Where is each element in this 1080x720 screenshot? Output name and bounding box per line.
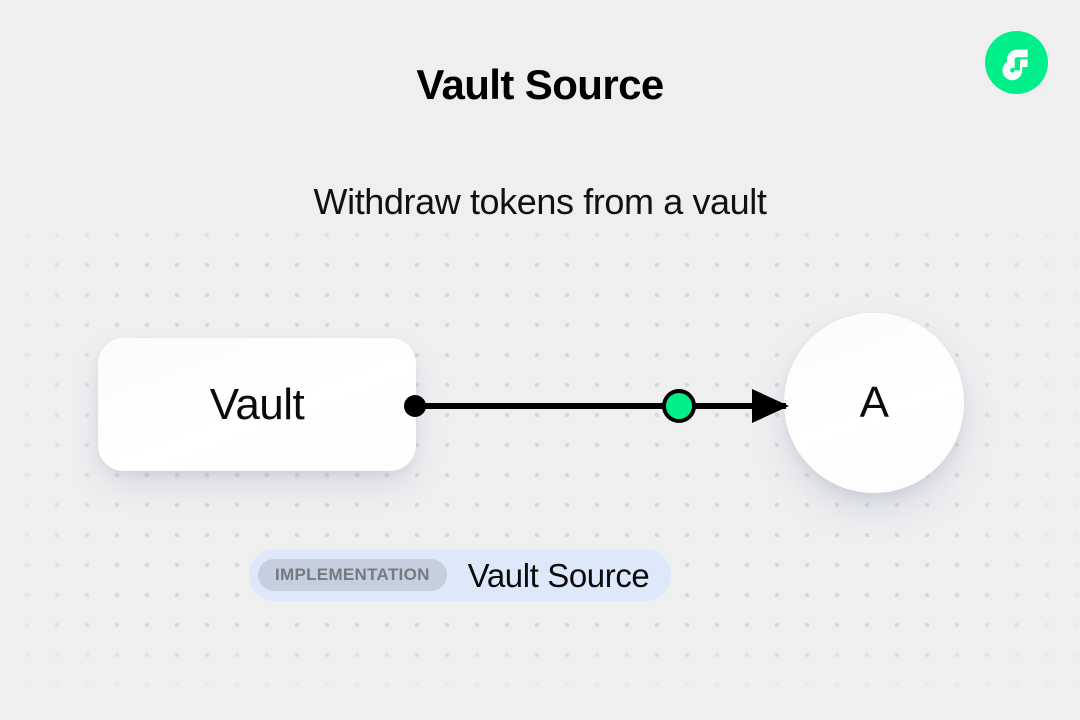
implementation-chip: IMPLEMENTATION bbox=[258, 559, 447, 591]
node-vault[interactable]: Vault bbox=[98, 338, 416, 471]
page-subtitle: Withdraw tokens from a vault bbox=[313, 181, 767, 222]
page-title: Vault Source bbox=[416, 61, 664, 108]
node-account[interactable]: A bbox=[784, 313, 964, 493]
flow-logo-icon bbox=[985, 31, 1048, 94]
node-account-label: A bbox=[859, 378, 889, 427]
implementation-name: Vault Source bbox=[467, 556, 650, 594]
node-vault-label: Vault bbox=[209, 379, 305, 429]
implementation-badge: IMPLEMENTATION Vault Source bbox=[249, 549, 672, 601]
